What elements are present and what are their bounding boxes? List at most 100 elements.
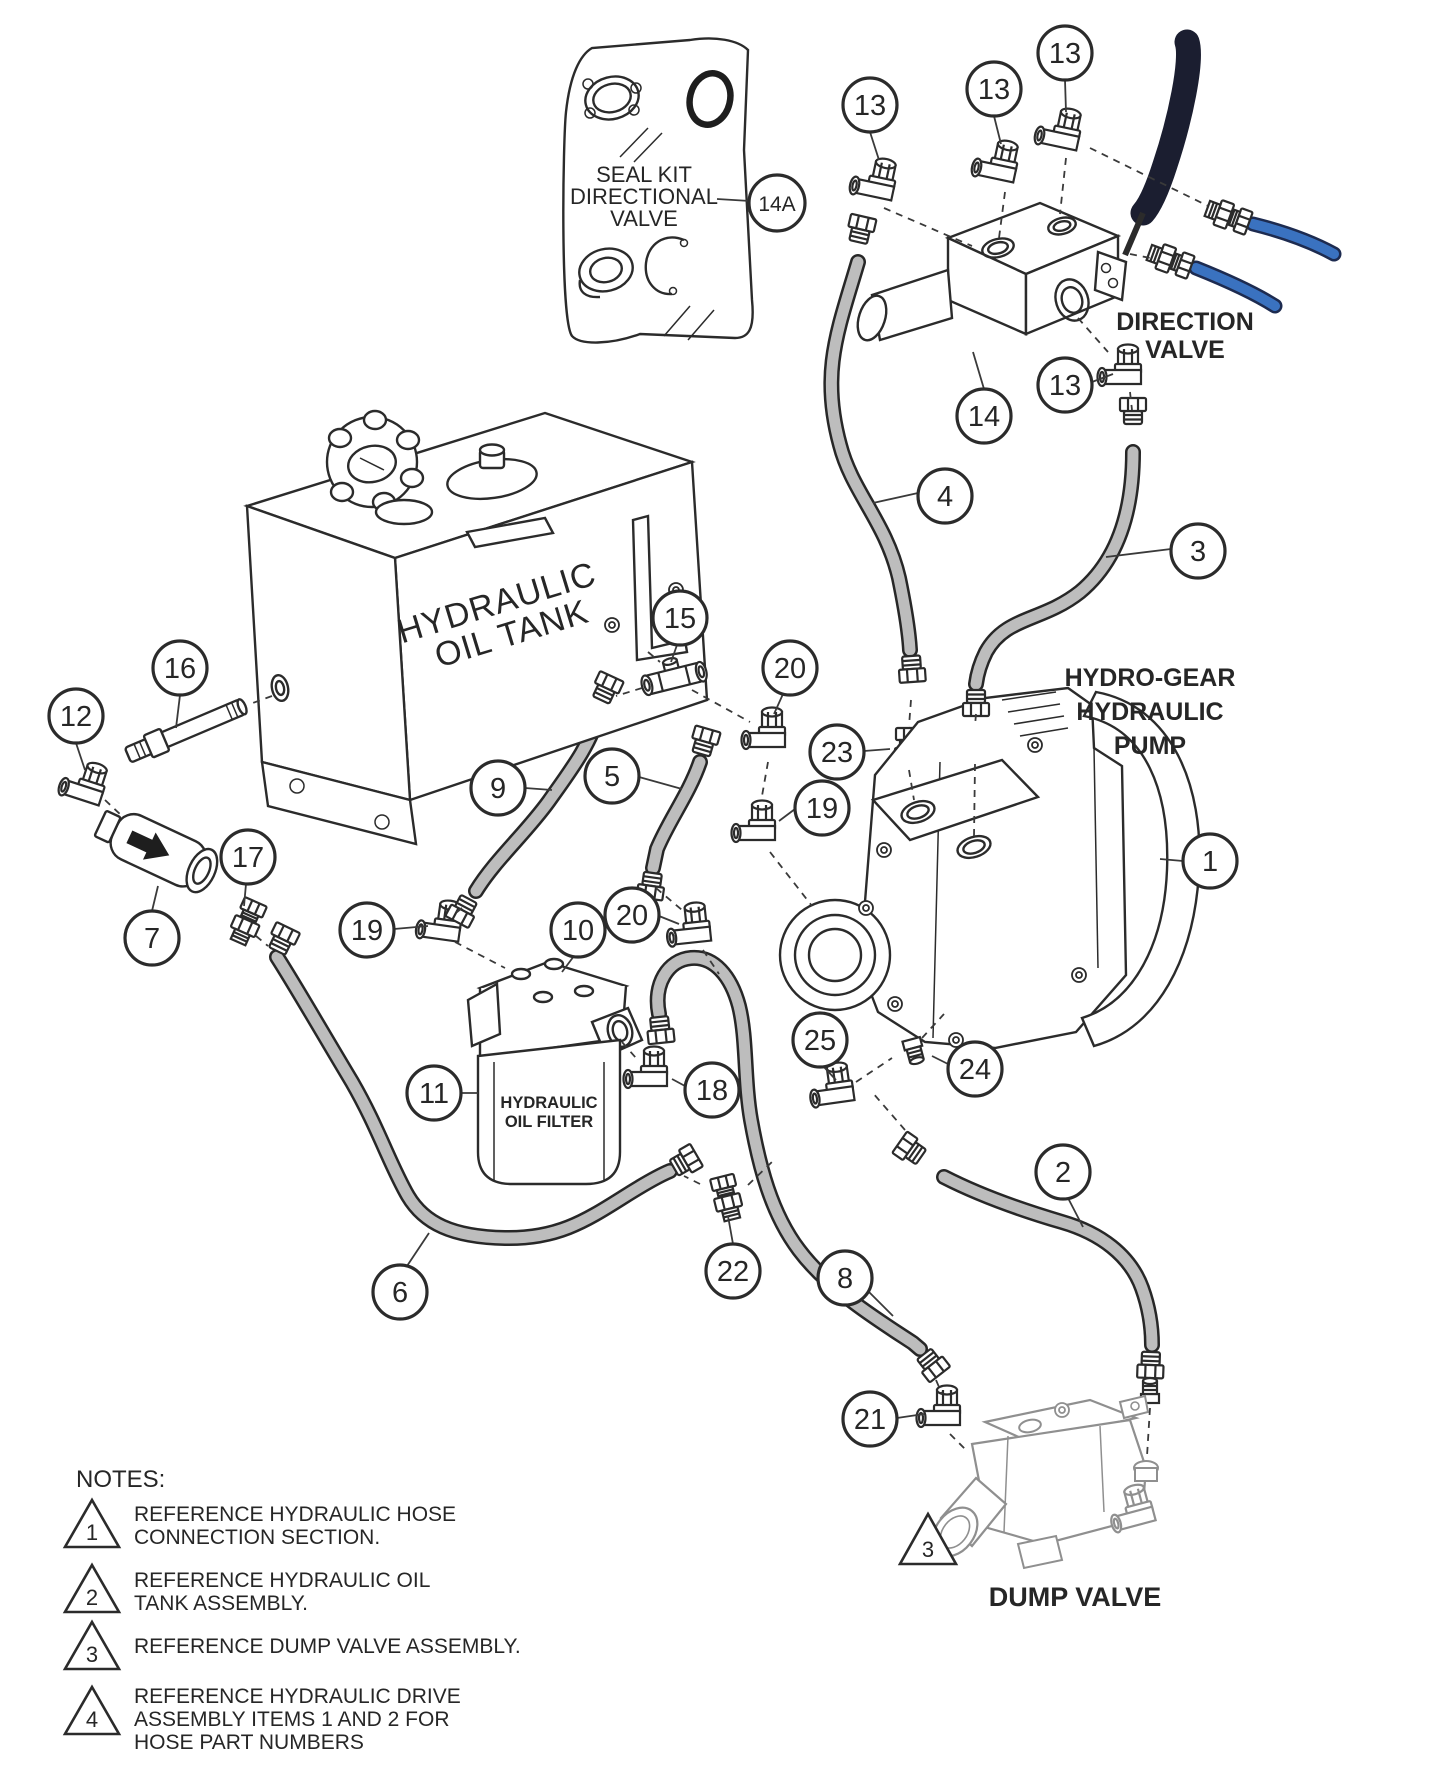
hydro-gear-pump xyxy=(778,686,1201,1050)
callout-7: 7 xyxy=(123,909,181,967)
callout-25: 25 xyxy=(791,1011,849,1069)
filter-label-1: HYDRAULIC xyxy=(500,1094,597,1112)
oil-filter-head xyxy=(466,957,644,1060)
direction-valve-label-2: VALVE xyxy=(1145,336,1225,364)
blue-hoses xyxy=(1143,195,1342,314)
svg-text:2: 2 xyxy=(1055,1157,1071,1189)
note-3: 3 REFERENCE DUMP VALVE ASSEMBLY. xyxy=(62,1619,521,1671)
svg-text:REFERENCE DUMP VALVE ASSEMBLY.: REFERENCE DUMP VALVE ASSEMBLY. xyxy=(134,1635,521,1658)
svg-text:16: 16 xyxy=(164,653,196,685)
elbow-fitting-20-left xyxy=(662,900,713,949)
pump-bracket xyxy=(1080,690,1201,1048)
hose-2 xyxy=(936,1169,1160,1353)
callout-17: 17 xyxy=(219,828,277,886)
callout-13: 13 xyxy=(1036,24,1094,82)
flange-seal xyxy=(582,75,642,121)
svg-text:ASSEMBLY ITEMS 1 AND 2 FOR: ASSEMBLY ITEMS 1 AND 2 FOR xyxy=(134,1708,449,1731)
notes-section: NOTES: 1 REFERENCE HYDRAULIC HOSE CONNEC… xyxy=(62,1466,521,1754)
hydraulic-oil-tank: HYDRAULIC OIL TANK xyxy=(243,409,709,846)
dump-valve xyxy=(931,1394,1159,1570)
tank-cap xyxy=(446,443,538,501)
callout-6: 6 xyxy=(371,1263,429,1321)
flow-arrow-icon xyxy=(126,830,170,860)
callout-1: 1 xyxy=(1181,832,1239,890)
tank-flange xyxy=(260,760,418,846)
callout-24: 24 xyxy=(946,1040,1004,1098)
seal-kit-sheet: SEAL KIT DIRECTIONAL VALVE xyxy=(562,37,754,344)
svg-text:4: 4 xyxy=(86,1707,98,1732)
svg-text:13: 13 xyxy=(854,90,886,122)
svg-text:19: 19 xyxy=(351,915,383,947)
seal-kit-label-3: VALVE xyxy=(610,206,678,231)
elbow-fitting-13d xyxy=(1096,343,1143,388)
callout-13: 13 xyxy=(841,76,899,134)
callout-8: 8 xyxy=(816,1249,874,1307)
svg-text:13: 13 xyxy=(978,74,1010,106)
snap-ring xyxy=(644,236,689,296)
callout-13: 13 xyxy=(1036,356,1094,414)
elbow-fitting-13a xyxy=(847,151,901,204)
callout-23: 23 xyxy=(808,723,866,781)
tank-knob xyxy=(325,409,425,513)
svg-text:7: 7 xyxy=(144,923,160,955)
note-4: 4 REFERENCE HYDRAULIC DRIVE ASSEMBLY ITE… xyxy=(62,1684,461,1754)
svg-text:20: 20 xyxy=(616,900,648,932)
callout-20: 20 xyxy=(761,639,819,697)
pump-label-1: HYDRO-GEAR xyxy=(1065,664,1236,692)
svg-text:14: 14 xyxy=(968,401,1000,433)
elbow-fitting-21 xyxy=(915,1384,962,1429)
callout-11: 11 xyxy=(405,1064,463,1122)
callout-20: 20 xyxy=(603,886,661,944)
note-2: 2 REFERENCE HYDRAULIC OIL TANK ASSEMBLY. xyxy=(62,1562,430,1615)
svg-text:HOSE PART NUMBERS: HOSE PART NUMBERS xyxy=(134,1731,364,1754)
o-ring xyxy=(686,70,734,128)
callout-12: 12 xyxy=(47,687,105,745)
note-1: 1 REFERENCE HYDRAULIC HOSE CONNECTION SE… xyxy=(62,1497,456,1549)
svg-text:17: 17 xyxy=(232,842,264,874)
leader-lines xyxy=(75,79,1184,1419)
svg-text:8: 8 xyxy=(837,1263,853,1295)
hose-8 xyxy=(649,949,928,1357)
svg-text:14A: 14A xyxy=(758,193,795,216)
svg-text:3: 3 xyxy=(1190,536,1206,568)
callout-19: 19 xyxy=(338,901,396,959)
callout-15: 15 xyxy=(651,589,709,647)
elbow-fitting-13c xyxy=(1032,101,1086,154)
svg-text:22: 22 xyxy=(717,1256,749,1288)
shaft-seal xyxy=(578,247,634,299)
svg-text:11: 11 xyxy=(419,1078,449,1110)
svg-text:9: 9 xyxy=(490,773,506,805)
svg-text:2: 2 xyxy=(86,1585,98,1610)
seal-kit-label-2: DIRECTIONAL xyxy=(570,184,718,209)
nipple-16 xyxy=(124,698,248,763)
svg-text:23: 23 xyxy=(821,737,853,769)
svg-text:25: 25 xyxy=(804,1025,836,1057)
svg-text:18: 18 xyxy=(696,1075,728,1107)
svg-text:19: 19 xyxy=(806,793,838,825)
seal-kit-label-1: SEAL KIT xyxy=(596,162,692,187)
tank-knob-neck xyxy=(374,498,434,526)
svg-text:3: 3 xyxy=(86,1642,98,1667)
union-fitting-22 xyxy=(707,1172,747,1224)
notes-heading: NOTES: xyxy=(76,1466,165,1493)
hose-4 xyxy=(823,254,918,658)
callout-13: 13 xyxy=(965,60,1023,118)
callout-19: 19 xyxy=(793,779,851,837)
callout-14: 14 xyxy=(955,387,1013,445)
callout-5: 5 xyxy=(583,747,641,805)
hose-3 xyxy=(968,444,1141,692)
callout-10: 10 xyxy=(549,901,607,959)
flag-3-dump-valve: 3 xyxy=(897,1511,959,1566)
pump-label-2: HYDRAULIC xyxy=(1076,698,1223,726)
svg-text:CONNECTION SECTION.: CONNECTION SECTION. xyxy=(134,1526,380,1549)
pump-gear-housing xyxy=(778,898,892,1012)
valve-handle xyxy=(1122,29,1201,257)
tank-tab xyxy=(465,516,555,549)
svg-text:4: 4 xyxy=(937,481,953,513)
svg-text:5: 5 xyxy=(604,761,620,793)
callout-9: 9 xyxy=(469,759,527,817)
callouts: 13 13 13 14A 13 14 4 3 16 12 15 20 9 5 2… xyxy=(47,24,1239,1448)
oil-filter-canister: HYDRAULIC OIL FILTER xyxy=(476,1038,622,1186)
